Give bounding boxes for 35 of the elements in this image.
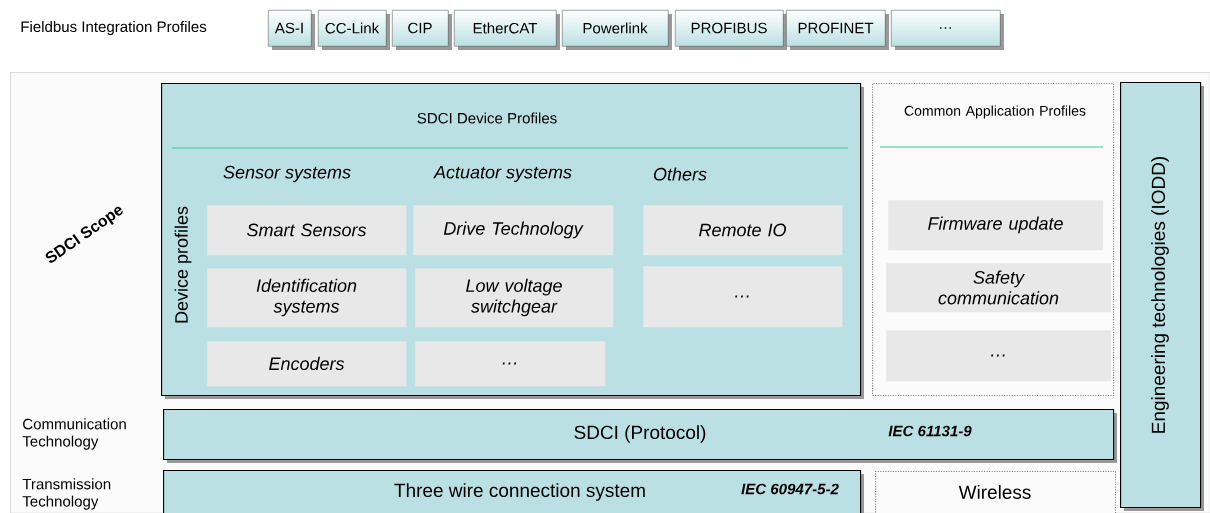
- standard-label: IEC 61131-9: [888, 425, 972, 437]
- profile-box: EtherCAT: [454, 10, 560, 50]
- bar-label: Engineering technologies (IODD): [1151, 157, 1169, 433]
- profile-cell: Smart Sensors: [207, 205, 407, 256]
- node-label: Wireless: [958, 485, 1031, 499]
- profile-box: CIP: [392, 10, 452, 50]
- panel-heading: SDCI Device Profiles: [417, 112, 557, 124]
- column-heading: Actuator systems: [433, 165, 572, 183]
- profile-cell: Remote IO: [643, 205, 843, 256]
- profile-cell: Identification systems: [207, 268, 407, 328]
- profile-box: …: [891, 10, 1004, 50]
- bar-label: SDCI (Protocol): [574, 425, 706, 443]
- panel-heading: Common Application Profiles: [904, 105, 1086, 119]
- standard-label: IEC 60947-5-2: [741, 483, 839, 495]
- profile-cell: …: [886, 330, 1112, 382]
- bar-label: Three wire connection system: [394, 483, 645, 501]
- profile-box: Powerlink: [562, 10, 672, 50]
- profile-cell: Safety communication: [886, 263, 1112, 313]
- profile-cell: Drive Technology: [413, 205, 614, 256]
- profile-box: AS-I: [268, 10, 315, 50]
- layer-label: Transmission Technology: [22, 478, 111, 510]
- profile-box: CC-Link: [318, 10, 390, 50]
- side-heading: Device profiles: [174, 206, 192, 323]
- wireless-box: Wireless: [875, 471, 1117, 513]
- profile-box: PROFIBUS: [675, 10, 787, 50]
- profile-cell: …: [415, 341, 606, 387]
- column-heading: Sensor systems: [223, 165, 351, 183]
- profile-cell: Low voltage switchgear: [415, 268, 614, 328]
- profile-cell: Encoders: [207, 341, 407, 387]
- row-label: Fieldbus Integration Profiles: [21, 21, 207, 35]
- profile-cell: …: [643, 266, 843, 328]
- profile-box: PROFINET: [786, 10, 889, 50]
- column-heading: Others: [654, 167, 707, 181]
- profile-cell: Firmware update: [888, 200, 1104, 251]
- layer-label: Communication Technology: [22, 418, 126, 450]
